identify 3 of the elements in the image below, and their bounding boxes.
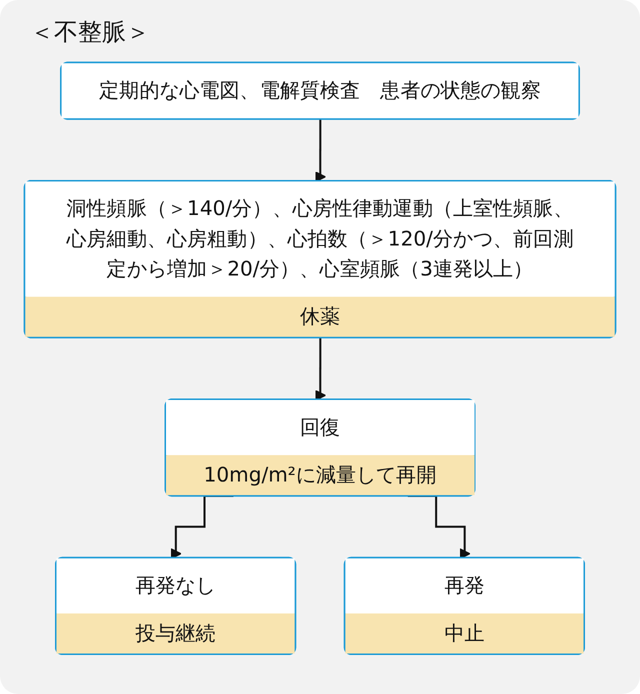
diagram-title: ＜不整脈＞ [30,17,150,48]
arrow [315,336,326,401]
arrow [315,118,326,182]
